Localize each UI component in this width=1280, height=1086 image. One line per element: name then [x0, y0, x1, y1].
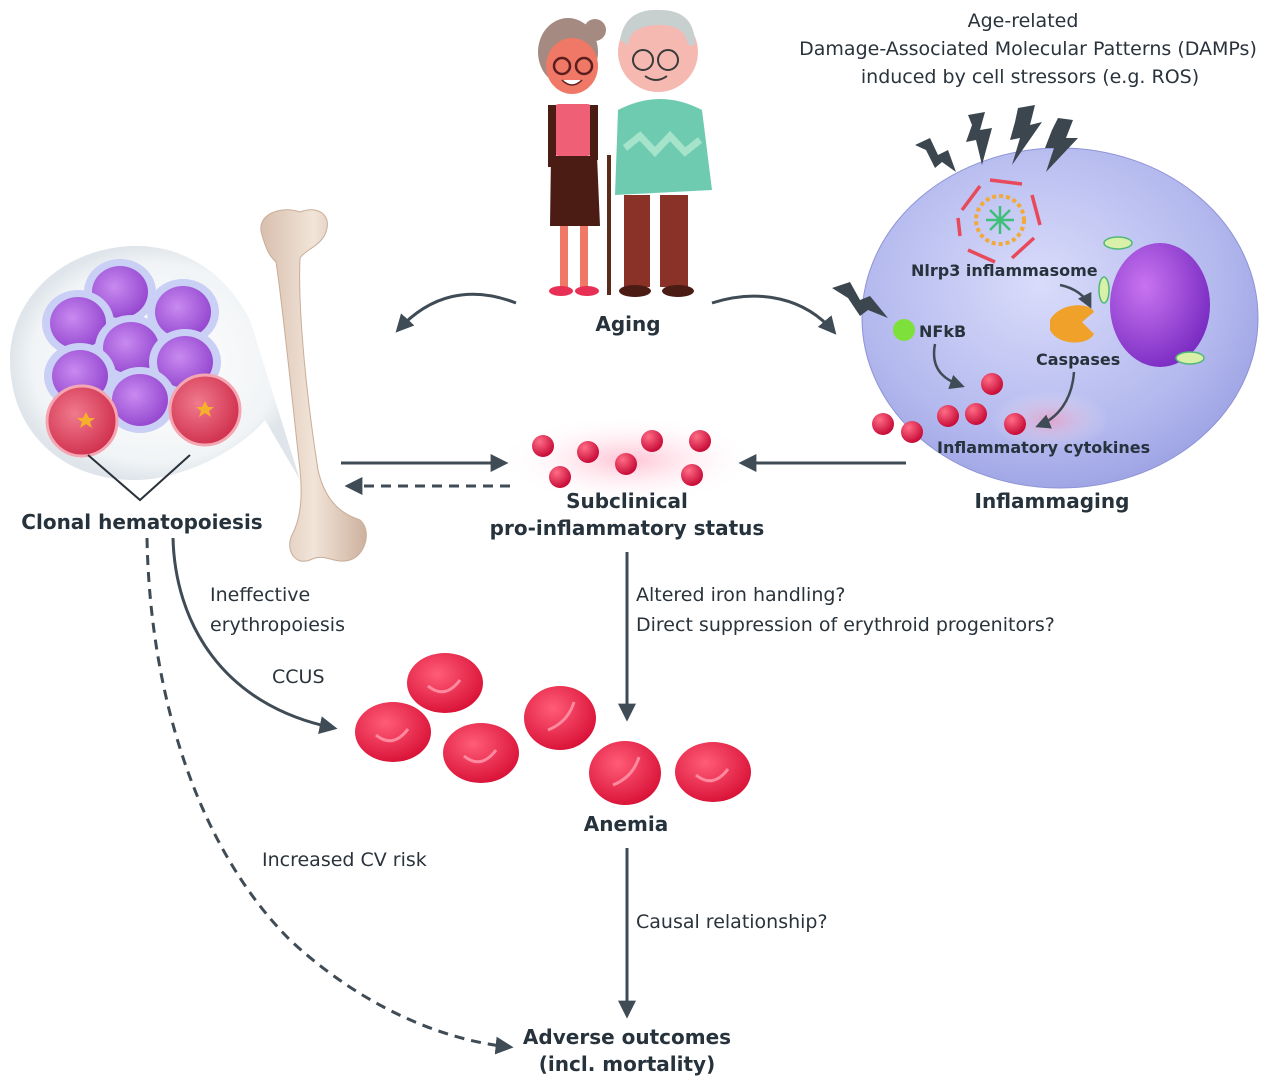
elderly-man [615, 9, 712, 297]
bone-marrow-bubble [10, 245, 300, 502]
inflammaging-cell [861, 147, 1259, 489]
stem-cell [42, 290, 114, 356]
damps-title-line1: Age-related [967, 10, 1079, 32]
inflammatory-cytokines-label: Inflammatory cytokines [937, 438, 1151, 457]
stem-cell [104, 367, 176, 433]
ineffective-erythropoiesis-line2: erythropoiesis [210, 614, 345, 636]
nfkb-to-cytokines-arrow [932, 343, 965, 390]
ineffective-erythropoiesis-line1: Ineffective [210, 584, 311, 606]
mitochondria [1098, 236, 1205, 365]
nlrp3-inflammasome-icon [956, 178, 1042, 264]
rbc [675, 742, 751, 802]
subclinical-cytokines [498, 415, 758, 505]
nlrp3-inflammasome-label: Nlrp3 inflammasome [911, 261, 1098, 280]
rbc [355, 702, 431, 762]
stem-cells [42, 259, 221, 433]
lightning-icon [915, 138, 956, 172]
subclinical-label-line2: pro-inflammatory status [489, 516, 765, 540]
nfkb-label: NFkB [919, 322, 967, 341]
bracket-line [87, 454, 191, 502]
stem-cell [147, 279, 219, 345]
femur-bone [260, 209, 367, 562]
lightning-icon [1045, 118, 1078, 172]
caspase-icon [1050, 305, 1094, 343]
aging-to-left-arrow [395, 292, 517, 333]
adverse-outcomes-label-line2: (incl. mortality) [538, 1052, 716, 1076]
lightning-icon [1010, 105, 1042, 165]
altered-iron-label: Altered iron handling? [636, 584, 846, 606]
damps-title-line3: induced by cell stressors (e.g. ROS) [860, 66, 1200, 88]
elderly-couple-illustration [538, 9, 712, 297]
lightning-icon [832, 282, 888, 318]
red-blood-cells [355, 653, 751, 805]
aging-to-right-arrow [711, 294, 837, 335]
causal-relationship-label: Causal relationship? [636, 911, 828, 933]
rbc [407, 653, 483, 713]
clonal-to-anemia-arrow [171, 537, 338, 734]
mutant-cell [45, 384, 119, 458]
ccus-label: CCUS [272, 666, 325, 688]
nfkb-icon [893, 319, 915, 341]
nlrp3-to-caspases-arrow [1059, 283, 1092, 309]
damp-lightning-icons [832, 105, 1078, 318]
caspases-label: Caspases [1036, 350, 1121, 369]
rbc [443, 723, 519, 783]
nucleus [1110, 243, 1210, 367]
clonal-hematopoiesis-label: Clonal hematopoiesis [21, 510, 263, 534]
adverse-outcomes-label-line1: Adverse outcomes [522, 1025, 732, 1049]
rbc [589, 741, 661, 805]
caspases-to-cytokines-arrow [1035, 371, 1076, 429]
increased-cv-risk-label: Increased CV risk [262, 849, 427, 871]
elderly-woman [538, 18, 611, 296]
direct-suppression-label: Direct suppression of erythroid progenit… [636, 614, 1055, 636]
mutation-star-icon [196, 401, 214, 417]
lightning-icon [966, 112, 992, 165]
mutant-cell [168, 373, 242, 447]
anemia-label: Anemia [583, 812, 669, 836]
aging-label: Aging [595, 312, 661, 336]
damps-title-line2: Damage-Associated Molecular Patterns (DA… [799, 38, 1257, 60]
mutation-star-icon [77, 412, 95, 428]
rbc [524, 686, 596, 750]
clonal-to-adverse-dashed-arrow [145, 537, 514, 1055]
inflammaging-label: Inflammaging [974, 489, 1130, 513]
subclinical-label-line1: Subclinical [566, 489, 688, 513]
